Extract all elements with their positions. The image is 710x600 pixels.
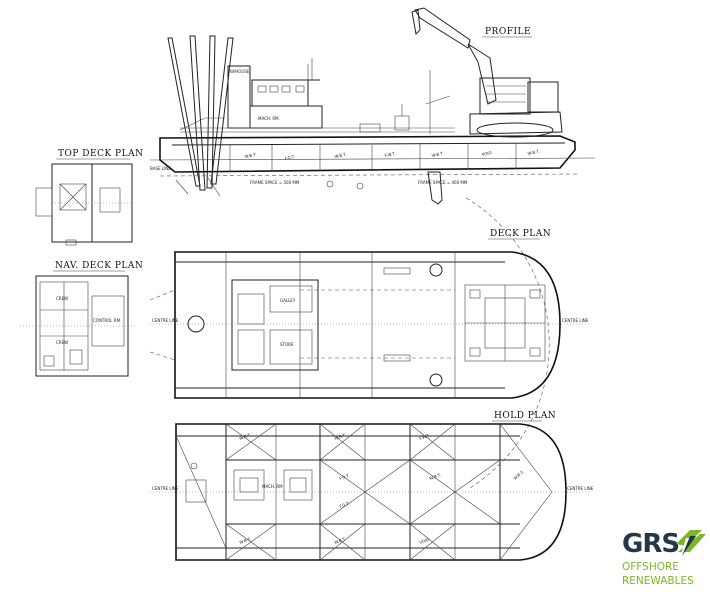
svg-text:W.B.T.: W.B.T. — [334, 152, 347, 159]
mach-room-label: MACH. RM. — [258, 116, 280, 121]
svg-text:F.W.T.: F.W.T. — [384, 151, 396, 158]
logo-line-offshore: OFFSHORE — [622, 561, 679, 573]
svg-text:F.O.T.: F.O.T. — [284, 154, 295, 161]
superstructure: W/HOUSE MACH. RM. — [227, 58, 323, 129]
centre-line-aft: CENTRE LINE — [152, 318, 179, 323]
hold-tank-labels: W.B.T. W.B.T. F.W.T. F.O.T. W.B.T. F.O.T… — [239, 432, 525, 545]
logo-line-renewables: RENEWABLES — [622, 575, 694, 587]
excavator — [411, 7, 563, 138]
crew-cabin-a-label: CREW — [56, 296, 68, 301]
hold-centre-fwd: CENTRE LINE — [567, 486, 594, 491]
frame-space-aft: FRAME SPACE = 500 MM — [250, 180, 300, 185]
svg-text:W.B.T.: W.B.T. — [244, 152, 257, 159]
base-line-label: BASE LINE — [150, 166, 171, 171]
frame-space-fwd: FRAME SPACE = 400 MM — [418, 180, 468, 185]
svg-text:W.B.T.: W.B.T. — [334, 432, 347, 441]
hold-bulkheads — [225, 424, 501, 560]
hold-centre-aft: CENTRE LINE — [152, 486, 179, 491]
deck-plan-title: DECK PLAN — [490, 229, 551, 239]
svg-text:W.B.T.: W.B.T. — [239, 536, 252, 545]
top-deck-title: TOP DECK PLAN — [58, 149, 143, 159]
svg-text:VOID: VOID — [419, 537, 430, 545]
deck-plan: DECK PLAN CENTRE LINE CENTRE LINE GALLEY… — [149, 197, 590, 489]
hold-plan: HOLD PLAN CENTRE LINE CENTRE LINE — [150, 411, 594, 561]
logo-letters: GRS — [622, 529, 679, 559]
grs-offshore-renewables-logo: GRS OFFSHORE RENEWABLES — [622, 529, 706, 587]
wheelhouse-label: W/HOUSE — [230, 69, 250, 74]
nav-deck-plan: NAV. DECK PLAN CREW CREW CONTROL RM — [20, 261, 143, 377]
svg-text:W.B.T.: W.B.T. — [527, 149, 540, 156]
hold-tank-crosses — [175, 423, 553, 561]
svg-text:F.O.T.: F.O.T. — [339, 501, 351, 509]
store-label: STORE — [280, 342, 294, 347]
profile-title: PROFILE — [485, 27, 531, 37]
hold-mach-room-label: MACH. RM — [262, 484, 283, 489]
svg-text:W.B.T.: W.B.T. — [512, 469, 524, 481]
hold-plan-title: HOLD PLAN — [494, 411, 556, 421]
svg-text:W.B.T.: W.B.T. — [429, 472, 442, 481]
svg-text:W.B.T.: W.B.T. — [334, 536, 347, 545]
svg-text:F.O.T.: F.O.T. — [339, 473, 351, 481]
crew-cabin-b-label: CREW — [56, 340, 68, 345]
svg-text:F.W.T.: F.W.T. — [419, 433, 431, 441]
lightning-bolt-icon — [676, 530, 706, 558]
svg-text:W.B.T.: W.B.T. — [431, 151, 444, 158]
profile-bulkheads — [229, 143, 517, 172]
profile-hull: W.B.T. F.O.T. W.B.T. F.W.T. W.B.T. VOID … — [149, 127, 596, 205]
profile-tank-labels: W.B.T. F.O.T. W.B.T. F.W.T. W.B.T. VOID … — [244, 149, 540, 161]
profile-view: PROFILE W/HOUSE MACH. RM. — [149, 7, 596, 205]
control-room-label: CONTROL RM — [93, 318, 121, 323]
deck-equipment — [179, 70, 451, 134]
nav-deck-title: NAV. DECK PLAN — [55, 261, 143, 271]
galley-label: GALLEY — [280, 298, 296, 303]
top-deck-plan: TOP DECK PLAN — [35, 149, 143, 246]
deck-frames — [225, 252, 456, 398]
svg-text:W.B.T.: W.B.T. — [239, 432, 252, 441]
centre-line-fwd: CENTRE LINE — [562, 318, 589, 323]
svg-text:VOID: VOID — [481, 150, 492, 157]
